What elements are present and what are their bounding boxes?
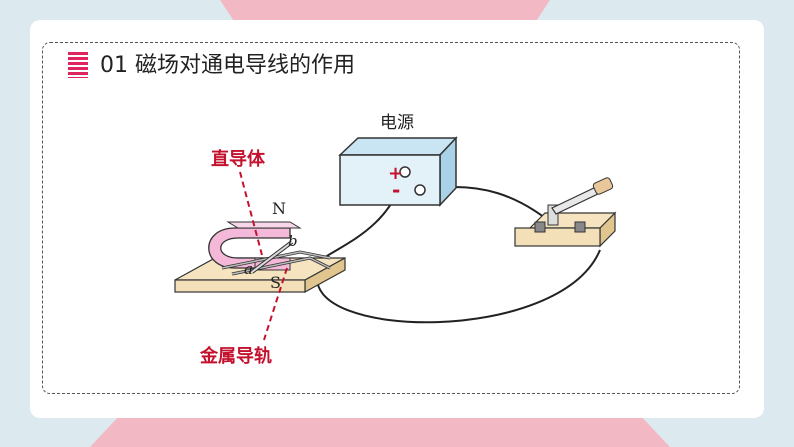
minus-sign: -: [392, 178, 400, 202]
conductor-callout-line: [239, 171, 263, 256]
point-b-label: b: [288, 232, 298, 250]
content-frame: [42, 42, 740, 394]
pole-south-label: S: [270, 273, 281, 292]
pole-north-label: N: [272, 199, 286, 218]
knife-switch: [514, 177, 617, 248]
power-source-label: 电源: [380, 113, 414, 133]
rail-callout-line: [263, 267, 288, 341]
wire-rail-to-switch: [316, 249, 601, 324]
power-supply: [338, 136, 458, 207]
positive-terminal: [399, 166, 411, 178]
rod-highlight: [251, 241, 293, 273]
point-a-label: a: [244, 260, 253, 278]
metal-rail-label: 金属导轨: [199, 345, 272, 367]
title-marker-icon: [68, 52, 88, 78]
negative-terminal: [414, 184, 426, 196]
plus-sign: +: [388, 163, 403, 184]
slide-card: [30, 20, 764, 418]
straight-conductor-label: 直导体: [211, 148, 266, 170]
slide-title: 01 磁场对通电导线的作用: [100, 53, 355, 78]
